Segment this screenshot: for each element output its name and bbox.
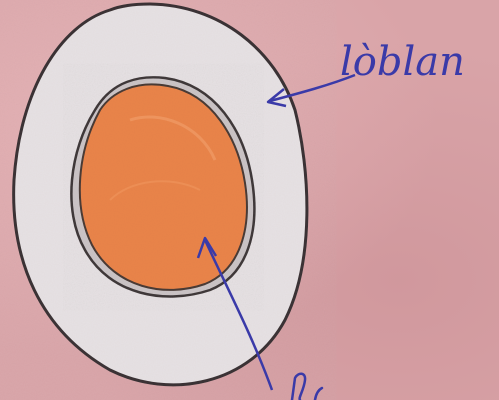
cut-off-handwriting bbox=[292, 374, 322, 400]
white-label: lòblan bbox=[340, 39, 465, 85]
